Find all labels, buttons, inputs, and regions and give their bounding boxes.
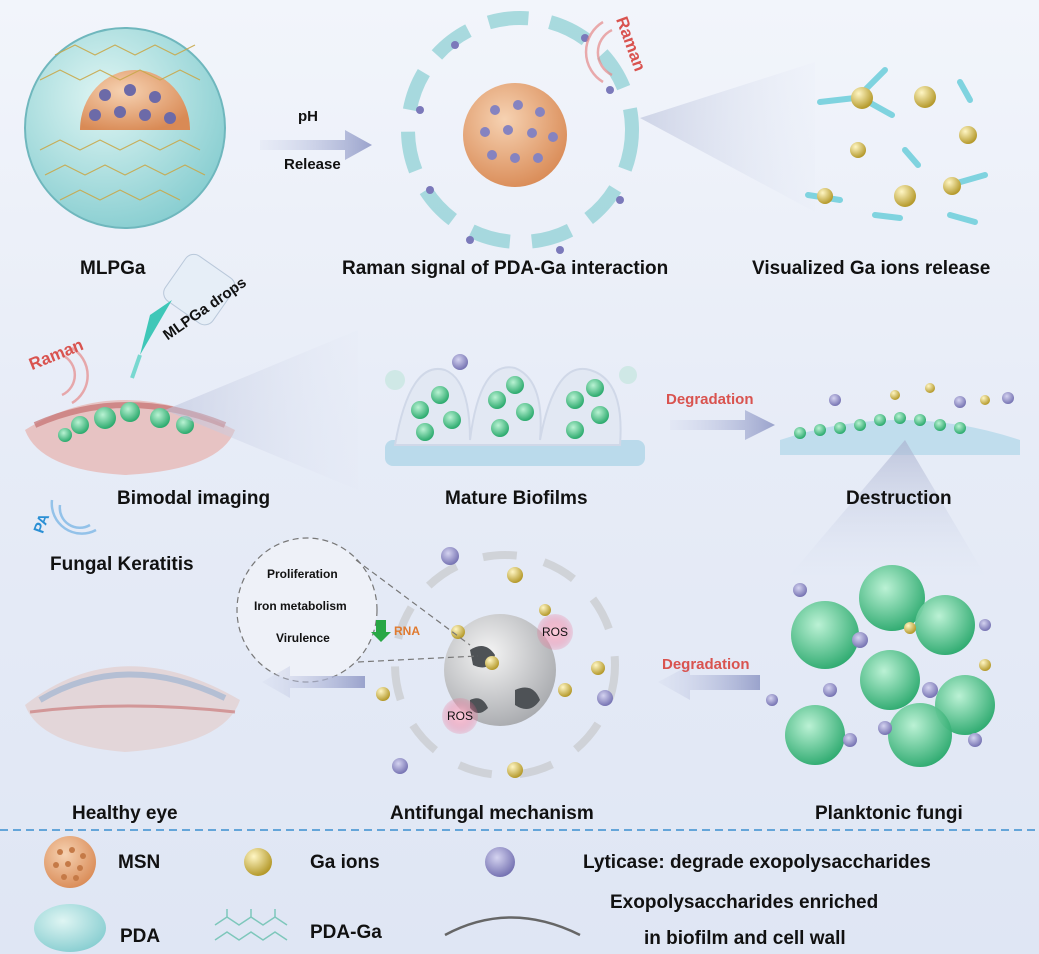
healthy-eye-label: Healthy eye	[72, 803, 178, 824]
mlpga-particle-icon	[24, 27, 226, 229]
iron-metabolism-label: Iron metabolism	[254, 599, 347, 613]
pdaga-legend-icon	[214, 909, 288, 941]
proliferation-label: Proliferation	[267, 567, 338, 581]
mature-biofilms-label: Mature Biofilms	[445, 488, 588, 509]
zoom-cone-top	[640, 62, 815, 212]
mlpga-label: MLPGa	[80, 258, 146, 279]
legend-msn-label: MSN	[118, 852, 161, 873]
planktonic-fungi-label: Planktonic fungi	[815, 803, 963, 824]
ga-release-icon	[805, 67, 988, 225]
pa-signal-icon	[50, 499, 97, 535]
legend-exo-label-1: Exopolysaccharides enriched	[610, 892, 879, 913]
raman-signal-icon	[584, 20, 613, 84]
lyticase-legend-icon	[485, 847, 515, 877]
bimodal-imaging-label: Bimodal imaging	[117, 488, 271, 509]
fungal-keratitis-label: Fungal Keratitis	[50, 554, 194, 575]
release-label: Release	[284, 156, 341, 173]
legend-ga-label: Ga ions	[310, 852, 380, 873]
released-particle-icon	[401, 11, 639, 254]
legend-pda-label: PDA	[120, 926, 161, 947]
eye-drop-bottle-icon	[130, 253, 236, 379]
visualized-ga-label: Visualized Ga ions release	[752, 258, 991, 279]
ros-label-2: ROS	[447, 709, 474, 723]
mature-biofilm-icon	[385, 354, 645, 466]
antifungal-mechanism-label: Antifungal mechanism	[390, 803, 594, 824]
degradation-arrow-mid	[670, 410, 775, 440]
exopolysaccharide-legend-icon	[444, 916, 581, 937]
raman-signal-label: Raman signal of PDA-Ga interaction	[342, 258, 669, 279]
rna-label: RNA	[394, 624, 420, 638]
degradation-arrow-bottom	[658, 665, 760, 700]
gene-callout-bubble	[236, 537, 479, 683]
ros-label-1: ROS	[542, 625, 569, 639]
antifungal-cell-icon	[376, 547, 619, 779]
legend-lyticase-label: Lyticase: degrade exopolysaccharides	[583, 852, 931, 873]
zoom-cone-mid	[165, 330, 358, 490]
healing-arrow	[262, 666, 365, 698]
release-arrow	[260, 130, 372, 160]
planktonic-fungi-icon	[766, 565, 995, 767]
degradation-label-bottom: Degradation	[662, 656, 750, 673]
pda-legend-icon	[34, 904, 106, 952]
legend-exo-label-2: in biofilm and cell wall	[644, 928, 846, 949]
down-arrow-icon	[371, 620, 391, 642]
raman-signal-icon-eye	[61, 346, 89, 405]
virulence-label: Virulence	[276, 631, 330, 645]
ga-legend-icon	[244, 848, 272, 876]
degradation-label-mid: Degradation	[666, 391, 754, 408]
infected-eye-icon	[25, 400, 235, 475]
destroyed-biofilm-icon	[780, 383, 1020, 455]
legend-pdaga-label: PDA-Ga	[310, 922, 382, 943]
ph-label: pH	[298, 108, 318, 125]
healthy-eye-icon	[25, 666, 240, 752]
zoom-cone-down	[790, 440, 985, 575]
destruction-label: Destruction	[846, 488, 952, 509]
